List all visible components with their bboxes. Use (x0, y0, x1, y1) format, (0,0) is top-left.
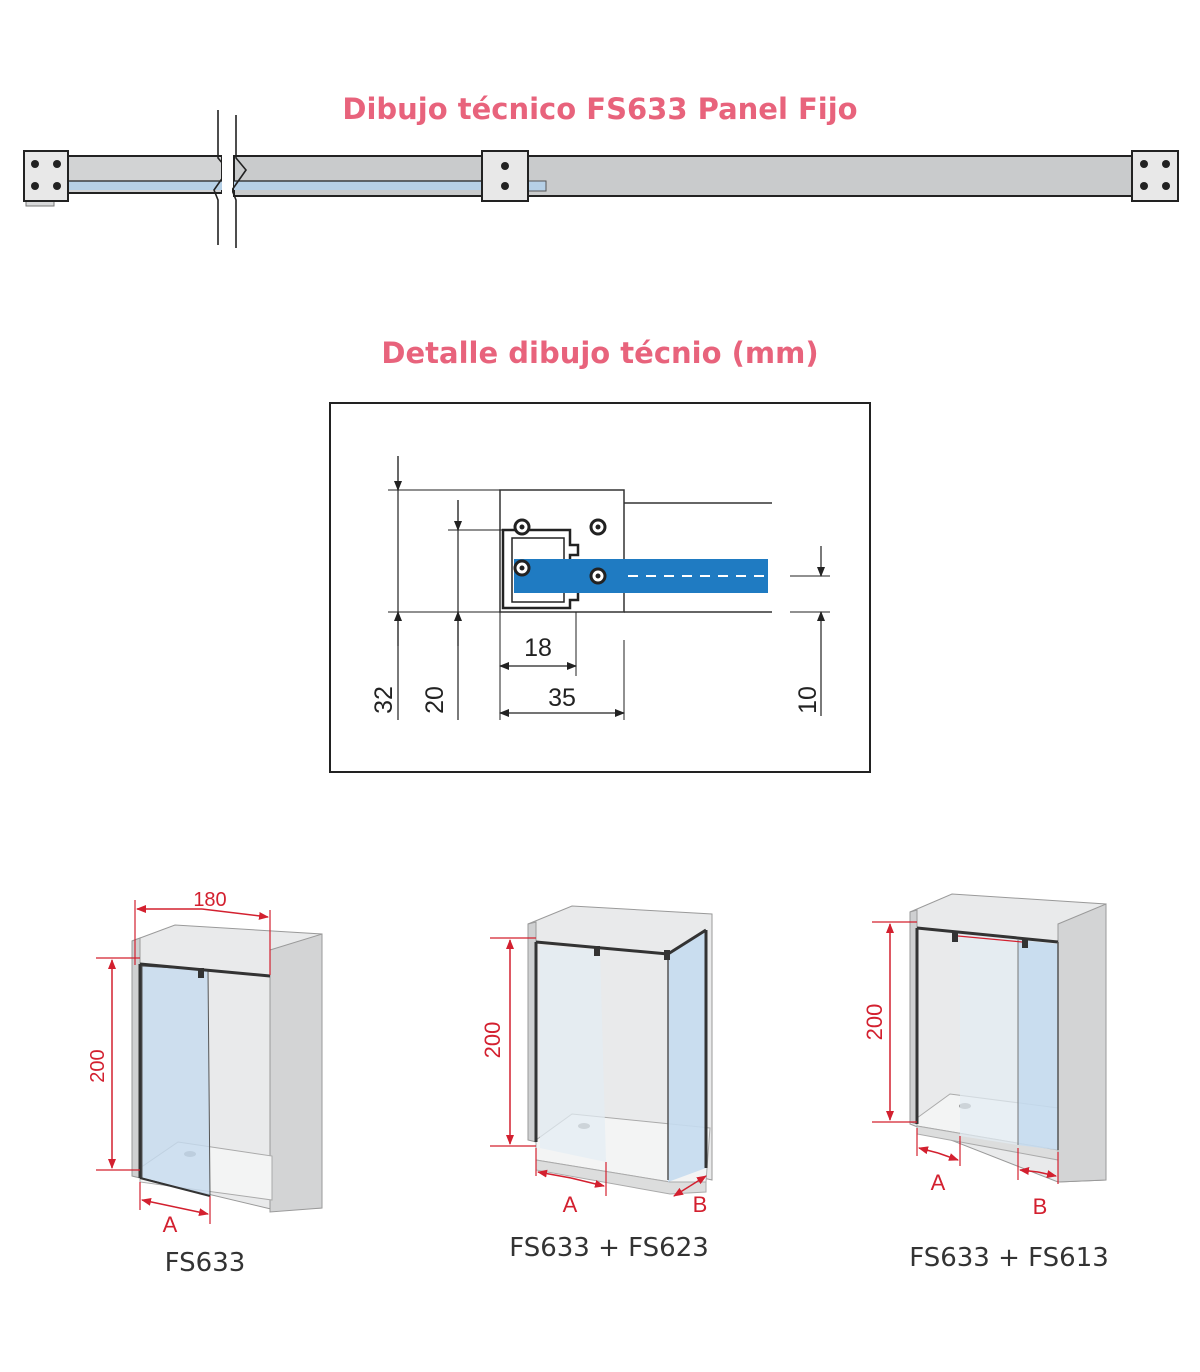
config-2-caption: FS633 + FS623 (509, 1233, 709, 1263)
config-2-b: B (693, 1192, 708, 1217)
config-1-a: A (163, 1212, 178, 1237)
clamp-left (23, 150, 69, 202)
profile-bar (23, 110, 1179, 248)
config-fs633-fs623: 200 A B (480, 905, 713, 1217)
config-3-a: A (931, 1170, 946, 1195)
dim-35: 35 (548, 684, 576, 712)
main-title: Dibujo técnico FS633 Panel Fijo (342, 92, 858, 126)
config-2-height: 200 (480, 1022, 505, 1059)
dim-20: 20 (421, 686, 449, 714)
config-3-b: B (1033, 1194, 1048, 1219)
dim-18: 18 (524, 634, 552, 662)
detail-box: 32 20 18 35 10 (329, 402, 871, 773)
config-3-height: 200 (862, 1004, 887, 1041)
dim-10: 10 (794, 686, 822, 714)
detail-title: Detalle dibujo técnio (mm) (381, 336, 819, 370)
clamp-right (1131, 150, 1179, 202)
clamp-middle (481, 150, 529, 202)
glass-section (514, 559, 768, 593)
config-3-caption: FS633 + FS613 (909, 1243, 1109, 1273)
config-fs633-fs613: 200 A B (862, 893, 1107, 1219)
config-fs633: 180 200 A (87, 889, 323, 1237)
dim-32: 32 (370, 686, 398, 714)
config-1-width: 180 (193, 889, 226, 911)
config-2-a: A (563, 1192, 578, 1217)
config-1-caption: FS633 (164, 1248, 246, 1278)
config-1-height: 200 (87, 1049, 109, 1082)
